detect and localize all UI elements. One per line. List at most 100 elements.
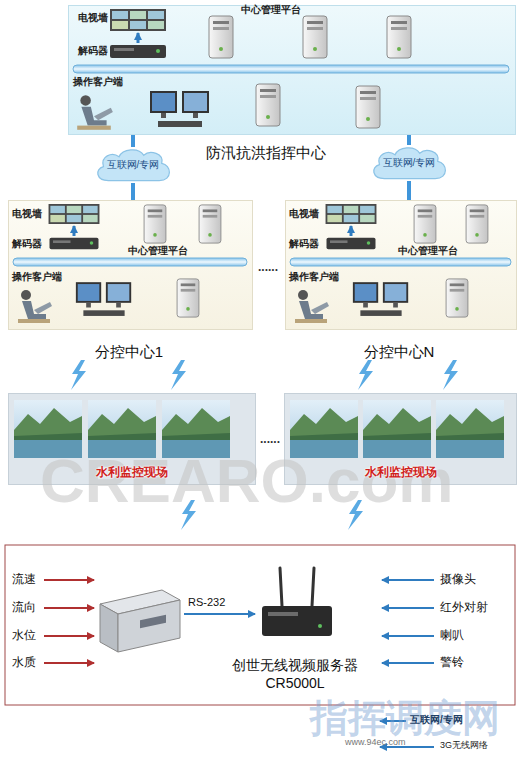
tv-wall [326, 204, 377, 224]
network-cloud: 互联网/专网 [92, 147, 174, 183]
interface-label: RS-232 [188, 596, 225, 609]
equipment-label: 操作客户端 [73, 76, 123, 88]
ellipsis: ...... [260, 432, 280, 446]
network-label: 3G无线网络 [440, 740, 488, 751]
wireless-bolt [443, 360, 458, 390]
signal-arrow [350, 226, 353, 236]
network-link [407, 135, 411, 145]
rs232-arrow [184, 613, 255, 615]
network-link [131, 135, 135, 147]
cloud-outline [374, 148, 446, 179]
watermark: 指挥调度网 [310, 696, 500, 742]
server [209, 16, 233, 58]
device-arrow [382, 662, 434, 664]
ellipsis: ...... [258, 260, 278, 274]
workstation [76, 282, 131, 316]
operator [18, 290, 52, 323]
converter-top [100, 590, 180, 614]
network-bus [290, 258, 511, 266]
video-server: 创世无线视频服务器CR5000L [200, 566, 390, 692]
model-number: CR5000L [265, 674, 324, 692]
cloud-outline [98, 150, 170, 181]
equipment-label: 电视墙 [289, 208, 319, 220]
network-bus [73, 65, 509, 73]
workstation [150, 91, 209, 127]
equipment-label: 中心管理平台 [241, 4, 301, 16]
workstation [353, 282, 408, 316]
decoder [327, 238, 376, 249]
server [177, 279, 199, 317]
antenna [280, 568, 282, 606]
equipment-label: 中心管理平台 [128, 245, 188, 257]
equipment-label: 解码器 [78, 45, 108, 57]
cloud-label: 互联网/专网 [107, 158, 160, 172]
wireless-bolt [171, 360, 186, 390]
center-heading: 分控中心N [364, 343, 435, 362]
converter-side [100, 604, 118, 652]
watermark: www.94ec.com [345, 737, 406, 748]
tv-wall [110, 9, 166, 31]
device-arrow [382, 635, 434, 637]
sub-center-band: 分控中心N [285, 200, 517, 330]
server [466, 205, 488, 243]
equipment-label: 中心管理平台 [398, 245, 458, 257]
router-panel [268, 612, 298, 616]
device-label: 红外对射 [440, 600, 488, 614]
server [356, 86, 380, 128]
center-heading: 防汛抗洪指挥中心 [206, 144, 326, 163]
server [303, 16, 327, 58]
decoder [50, 238, 99, 249]
network-link [407, 181, 411, 200]
router-led [318, 624, 322, 628]
command-center-equipment [73, 9, 509, 130]
router-body [262, 606, 332, 636]
equipment-label: 操作客户端 [12, 271, 62, 283]
device-arrow [382, 607, 434, 609]
network-link [131, 183, 135, 200]
signal-arrow [137, 33, 140, 43]
converter-front [118, 600, 180, 652]
equipment-label: 操作客户端 [289, 271, 339, 283]
equipment-label: 解码器 [12, 238, 42, 250]
operator [77, 95, 113, 130]
device-label: 警铃 [440, 655, 464, 669]
site-label: 水利监控现场 [365, 464, 437, 481]
operator [295, 290, 329, 323]
equipment-label: 电视墙 [12, 208, 42, 220]
device-arrow [382, 579, 434, 581]
cloud-label: 互联网/专网 [383, 156, 436, 170]
device-name: 创世无线视频服务器 [232, 656, 358, 674]
sensor-label: 水位 [12, 628, 36, 642]
wireless-bolt [358, 360, 373, 390]
site-label: 水利监控现场 [96, 464, 168, 481]
field-frame [5, 545, 515, 705]
signal-arrow [73, 226, 76, 236]
network-label: 互联网/专网 [410, 714, 463, 726]
command-center-band: 防汛抗洪指挥中心 [68, 5, 516, 135]
antenna [312, 568, 314, 606]
center-heading: 分控中心1 [95, 343, 163, 362]
server [144, 205, 166, 243]
watermark: CREARO.com [40, 444, 453, 518]
device-label: 摄像头 [440, 572, 476, 586]
sensor-arrow [44, 635, 94, 637]
equipment-label: 电视墙 [78, 12, 108, 24]
sensor-label: 流向 [12, 600, 36, 614]
server [387, 16, 411, 58]
equipment-label: 解码器 [289, 238, 319, 250]
decoder [110, 45, 166, 58]
sub-center-band: 分控中心1 [8, 200, 253, 330]
converter-port [140, 615, 166, 629]
sub-center-equipment [13, 204, 247, 323]
device-label: 喇叭 [440, 628, 464, 642]
wireless-bolt [71, 360, 86, 390]
sensor-arrow [44, 662, 94, 664]
server [199, 205, 221, 243]
sub-center-equipment [290, 204, 511, 323]
network-bus [13, 258, 247, 266]
sensor-arrow [44, 607, 94, 609]
server [414, 205, 436, 243]
server [256, 84, 280, 126]
